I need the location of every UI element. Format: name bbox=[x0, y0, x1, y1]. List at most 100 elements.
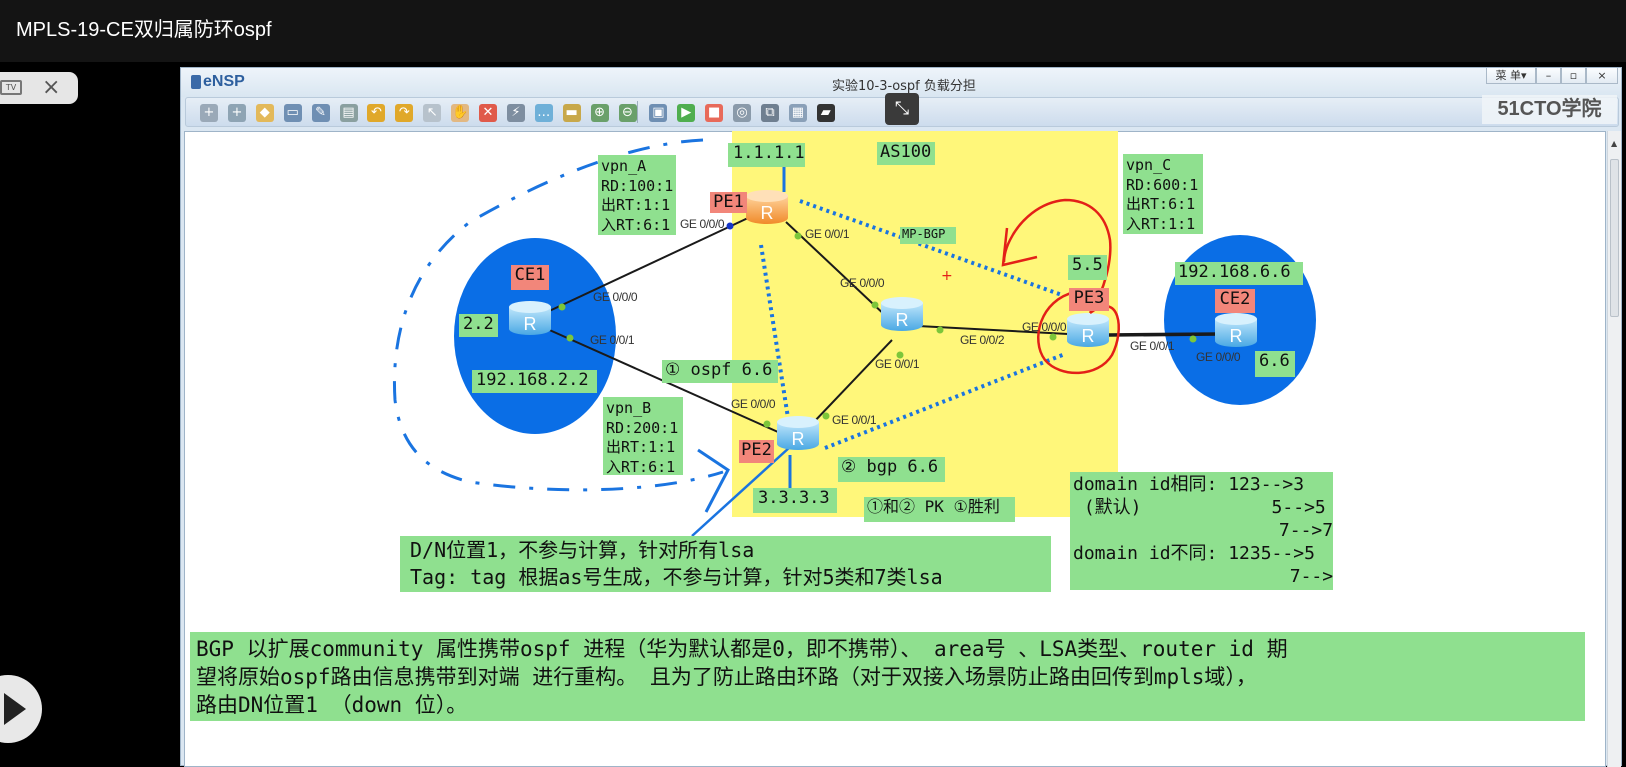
ce1-label: CE1 bbox=[511, 265, 549, 290]
window-title: 实验10-3-ospf 负载分担 bbox=[832, 79, 976, 94]
mp-bgp-label: MP-BGP bbox=[900, 227, 956, 244]
new-topology-icon[interactable]: + bbox=[200, 104, 218, 122]
iface-ce2-ge000: GE 0/0/0 bbox=[1196, 350, 1241, 364]
grid-icon[interactable]: ▦ bbox=[788, 104, 807, 122]
close-button[interactable]: × bbox=[1586, 68, 1618, 84]
router-glyph: R bbox=[1082, 326, 1095, 346]
iface-pe3-ge000: GE 0/0/0 bbox=[1022, 320, 1067, 334]
domain-note-line: domain id不同: 1235-->5 bbox=[1073, 543, 1315, 564]
ce2-label: CE2 bbox=[1215, 289, 1255, 313]
pointer-icon[interactable]: ↖ bbox=[423, 104, 442, 122]
cursor-crosshair: + bbox=[941, 268, 953, 284]
link-p-pe2 bbox=[811, 339, 893, 425]
pe2-label: PE2 bbox=[739, 440, 774, 463]
window-title-bar: eNSP 实验10-3-ospf 负载分担 菜 单▾ – ▫ × bbox=[181, 68, 1621, 97]
video-title: MPLS-19-CE双归属防环ospf bbox=[16, 19, 272, 41]
vpn-a-import-rt: 入RT:6:1 bbox=[601, 215, 671, 234]
link-pe3-ce2 bbox=[1107, 332, 1221, 337]
palette-icon[interactable]: ▬ bbox=[562, 104, 581, 122]
router-ce1[interactable]: R bbox=[509, 301, 551, 335]
pe1-loopback: 1.1.1.1 bbox=[728, 143, 805, 167]
router-pe1[interactable]: R bbox=[746, 190, 788, 224]
domain-note-line: domain id相同: 123-->3 bbox=[1073, 474, 1305, 495]
tag-note-line: Tag: tag 根据as号生成，不参与计算，针对5类和7类lsa bbox=[410, 565, 943, 589]
loop-path-dashed-arrow bbox=[392, 138, 724, 492]
brand-logo: 51CTO学院 bbox=[1482, 95, 1617, 124]
router-p[interactable]: R bbox=[881, 297, 923, 331]
redo-icon[interactable]: ↷ bbox=[395, 104, 414, 122]
topology-icon[interactable]: ⧉ bbox=[761, 104, 779, 122]
capture-icon[interactable]: ◎ bbox=[733, 104, 752, 122]
vpn-c-import-rt: 入RT:1:1 bbox=[1126, 214, 1196, 233]
scroll-up-arrow[interactable]: ▲ bbox=[1611, 139, 1618, 148]
annotation-arrowhead bbox=[1001, 227, 1038, 267]
scroll-thumb[interactable] bbox=[1610, 159, 1619, 317]
links bbox=[544, 217, 1221, 433]
zoom-out-icon[interactable]: ⊖ bbox=[618, 104, 637, 122]
vpn-a-rd: RD:100:1 bbox=[601, 176, 674, 195]
side-panel-pill[interactable]: TV × bbox=[0, 72, 78, 104]
port-dots bbox=[558, 232, 1197, 428]
vpn-b-rd: RD:200:1 bbox=[606, 418, 679, 437]
save-icon[interactable]: ▭ bbox=[283, 104, 302, 122]
tv-icon[interactable]: TV bbox=[0, 80, 22, 95]
video-title-bar bbox=[0, 0, 1626, 62]
domain-note-line: 7-->7 bbox=[1073, 566, 1333, 587]
start-icon[interactable]: ▶ bbox=[677, 104, 696, 122]
pe2-loopback: 3.3.3.3 bbox=[753, 488, 837, 513]
pe1-label: PE1 bbox=[710, 192, 747, 213]
save-as-icon[interactable]: ✎ bbox=[311, 104, 330, 122]
restore-button[interactable]: ▫ bbox=[1561, 68, 1586, 84]
iface-ce1-ge000: GE 0/0/0 bbox=[593, 290, 638, 304]
link-ce1-pe1 bbox=[544, 217, 749, 314]
ospf-route-note: ① ospf 6.6 bbox=[662, 360, 778, 383]
text-icon[interactable]: … bbox=[534, 104, 553, 122]
terminal-icon[interactable]: ▰ bbox=[816, 104, 835, 122]
exit-fullscreen-icon[interactable]: ⤡ bbox=[885, 93, 919, 125]
note-line: BGP 以扩展community 属性携带ospf 进程（华为默认都是0，即不携… bbox=[196, 637, 1288, 661]
router-pe2[interactable]: R bbox=[777, 416, 819, 450]
iface-p-ge001: GE 0/0/1 bbox=[875, 357, 920, 371]
zoom-in-icon[interactable]: ⊕ bbox=[590, 104, 609, 122]
vpn-c-name: vpn_C bbox=[1126, 156, 1172, 174]
menu-button[interactable]: 菜 单▾ bbox=[1486, 68, 1536, 84]
as100-label: AS100 bbox=[877, 142, 935, 165]
iface-ce1-ge001: GE 0/0/1 bbox=[590, 333, 635, 347]
vertical-scrollbar[interactable]: ▲ bbox=[1607, 131, 1621, 767]
iface-p-ge000: GE 0/0/0 bbox=[840, 276, 885, 290]
router-glyph: R bbox=[896, 310, 909, 330]
vpn-c-export-rt: 出RT:6:1 bbox=[1126, 195, 1196, 213]
new-example-icon[interactable]: + bbox=[227, 104, 246, 122]
hand-icon[interactable]: ✋ bbox=[451, 104, 470, 122]
fit-icon[interactable]: ▣ bbox=[649, 104, 668, 122]
router-ce2[interactable]: R bbox=[1215, 313, 1257, 347]
open-icon[interactable]: ◆ bbox=[255, 104, 274, 122]
mp-bgp-sessions bbox=[759, 199, 1066, 450]
iface-p-ge002: GE 0/0/2 bbox=[960, 333, 1005, 347]
delete-icon[interactable]: ✕ bbox=[479, 104, 497, 122]
iface-pe3-ge001: GE 0/0/1 bbox=[1130, 339, 1175, 353]
vpn-a-name: vpn_A bbox=[601, 157, 647, 175]
vpn-b-name: vpn_B bbox=[606, 399, 652, 417]
ensp-logo-icon bbox=[191, 75, 201, 89]
close-icon[interactable]: × bbox=[42, 75, 61, 100]
delete-link-icon[interactable]: ⚡ bbox=[506, 104, 525, 122]
vpn-c-rd: RD:600:1 bbox=[1126, 175, 1199, 194]
iface-pe1-ge001: GE 0/0/1 bbox=[805, 227, 850, 241]
domain-note-line: (默认) 5-->5 bbox=[1073, 497, 1326, 518]
ce1-loopback: 2.2 bbox=[459, 314, 498, 337]
dn-note-line: D/N位置1，不参与计算，针对所有lsa bbox=[410, 538, 755, 562]
router-glyph: R bbox=[524, 314, 537, 334]
print-icon[interactable]: ▤ bbox=[339, 104, 358, 122]
stop-icon[interactable]: ■ bbox=[705, 104, 724, 122]
ce2-loopback: 6.6 bbox=[1255, 351, 1295, 377]
note-line: 路由DN位置1 （down 位）。 bbox=[196, 693, 468, 717]
router-pe3[interactable]: R bbox=[1067, 313, 1109, 347]
undo-icon[interactable]: ↶ bbox=[367, 104, 386, 122]
minimize-button[interactable]: – bbox=[1536, 68, 1561, 84]
ensp-logo: eNSP bbox=[203, 73, 245, 90]
